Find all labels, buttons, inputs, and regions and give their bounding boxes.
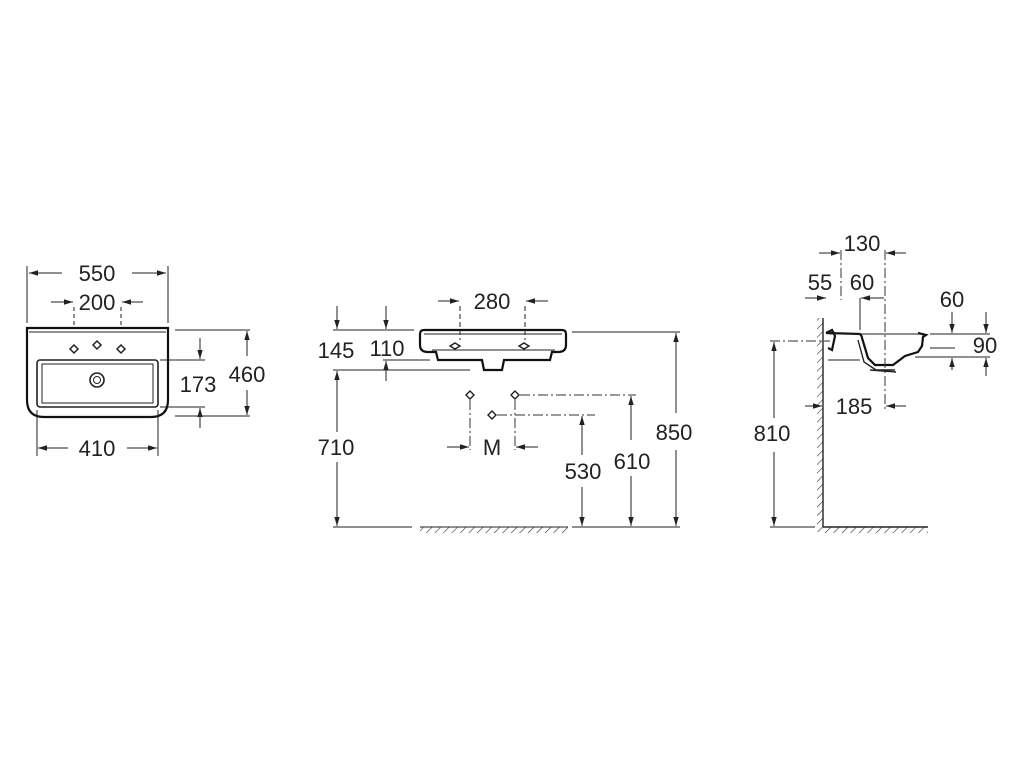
dim-front-height: 90: [973, 333, 997, 358]
dim-rim-to-bottom: 145: [318, 338, 355, 363]
front-view: 280 145 110 710 M 530 610: [318, 289, 693, 533]
side-view: 130 55 60 60 90 185 810: [754, 231, 997, 533]
dim-supply-high: 610: [614, 449, 651, 474]
dim-rim-front: 60: [940, 287, 964, 312]
top-view: 550 200 410 173 460: [25, 261, 266, 461]
dim-bowl-width: 410: [79, 436, 116, 461]
dim-M: M: [483, 435, 501, 460]
dim-tap-offset: 60: [850, 270, 874, 295]
dim-centerline: 130: [844, 231, 881, 256]
dim-width: 550: [79, 261, 116, 286]
dim-fixing-height: 810: [754, 421, 791, 446]
dim-depth: 460: [229, 362, 266, 387]
dim-front-tap-spacing: 280: [474, 289, 511, 314]
floor-hatch: [823, 527, 928, 533]
drain-icon: [89, 372, 105, 388]
tap-hole-icon: [68, 339, 127, 355]
floor-hatch: [420, 527, 568, 533]
dim-wall-offset: 55: [808, 270, 832, 295]
dim-supply-low: 530: [565, 459, 602, 484]
dim-bottom-height: 710: [318, 435, 355, 460]
dim-bowl-offset: 173: [180, 372, 217, 397]
dim-rim-to-bowl: 110: [369, 336, 404, 361]
dim-drain-from-wall: 185: [836, 394, 873, 419]
basin-side-profile: [825, 328, 929, 367]
basin-bowl: [36, 359, 159, 408]
dim-rim-height: 850: [656, 420, 693, 445]
supply-point-icon: [465, 390, 520, 420]
dim-tap-spacing: 200: [79, 290, 116, 315]
wall-hatch: [817, 318, 823, 532]
